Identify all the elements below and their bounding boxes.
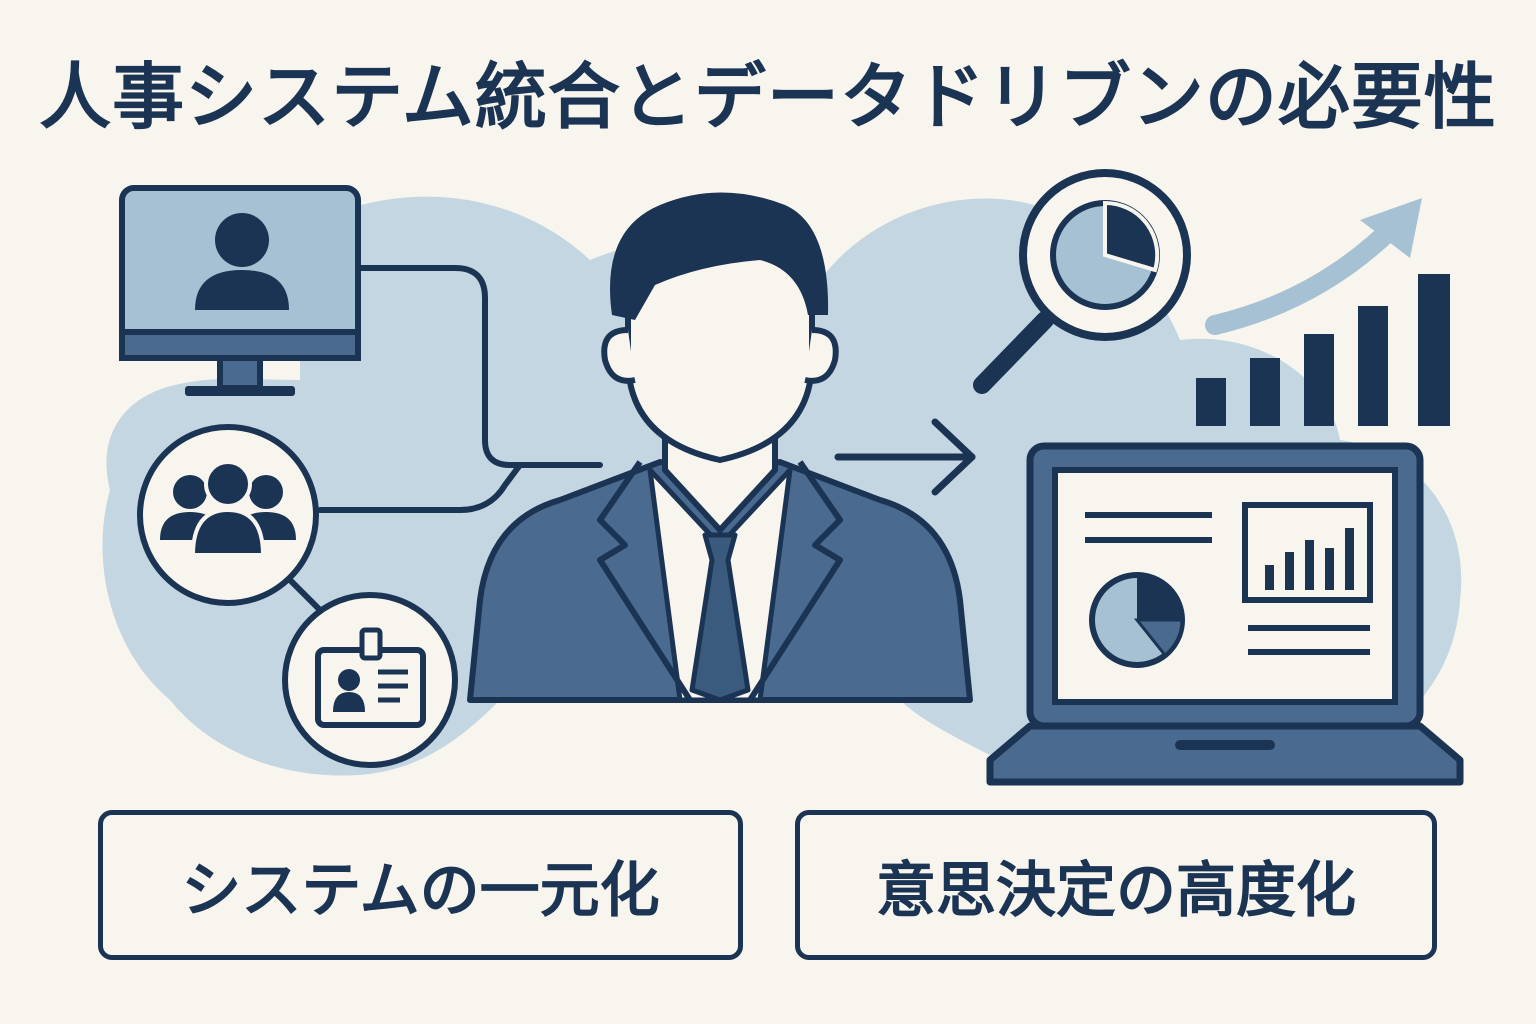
businessman-icon [467, 192, 973, 703]
team-group-icon [137, 424, 319, 606]
magnifier-pie-chart-icon [973, 169, 1191, 394]
label-decision-making-text: 意思決定の高度化 [876, 855, 1356, 926]
laptop-dashboard-icon [986, 442, 1464, 786]
page-title: 人事システム統合とデータドリブンの必要性 [39, 55, 1497, 139]
label-decision-making: 意思決定の高度化 [795, 810, 1437, 960]
arrow-right-icon [834, 418, 976, 496]
label-system-unification-text: システムの一元化 [181, 855, 660, 926]
monitor-user-icon [119, 185, 361, 396]
id-badge-icon [282, 592, 458, 768]
label-system-unification: システムの一元化 [98, 810, 743, 960]
growth-bar-chart-icon [1196, 274, 1450, 426]
trend-arrow-icon [1205, 198, 1422, 335]
